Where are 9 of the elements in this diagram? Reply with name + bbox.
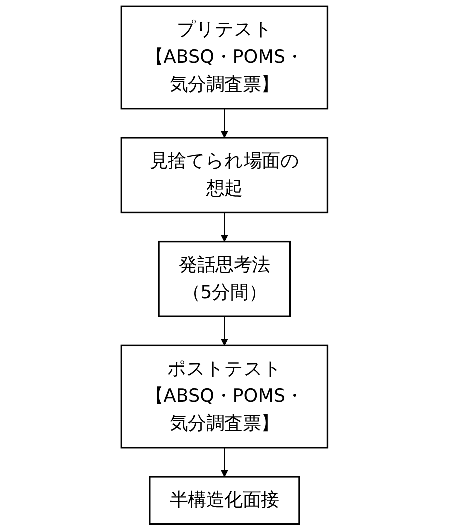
node-box: 発話思考法 （5分間） [158,240,292,318]
node-box: ポストテスト 【ABSQ・POMS・気分調査票】 [121,344,329,449]
node-box: 見捨てられ場面の想起 [121,137,329,214]
arrow [221,316,229,346]
node-box: プリテスト 【ABSQ・POMS・気分調査票】 [121,6,329,110]
arrow [221,212,229,242]
arrow [221,108,229,138]
arrow [221,448,229,478]
node-box: 半構造化面接 [149,476,301,526]
